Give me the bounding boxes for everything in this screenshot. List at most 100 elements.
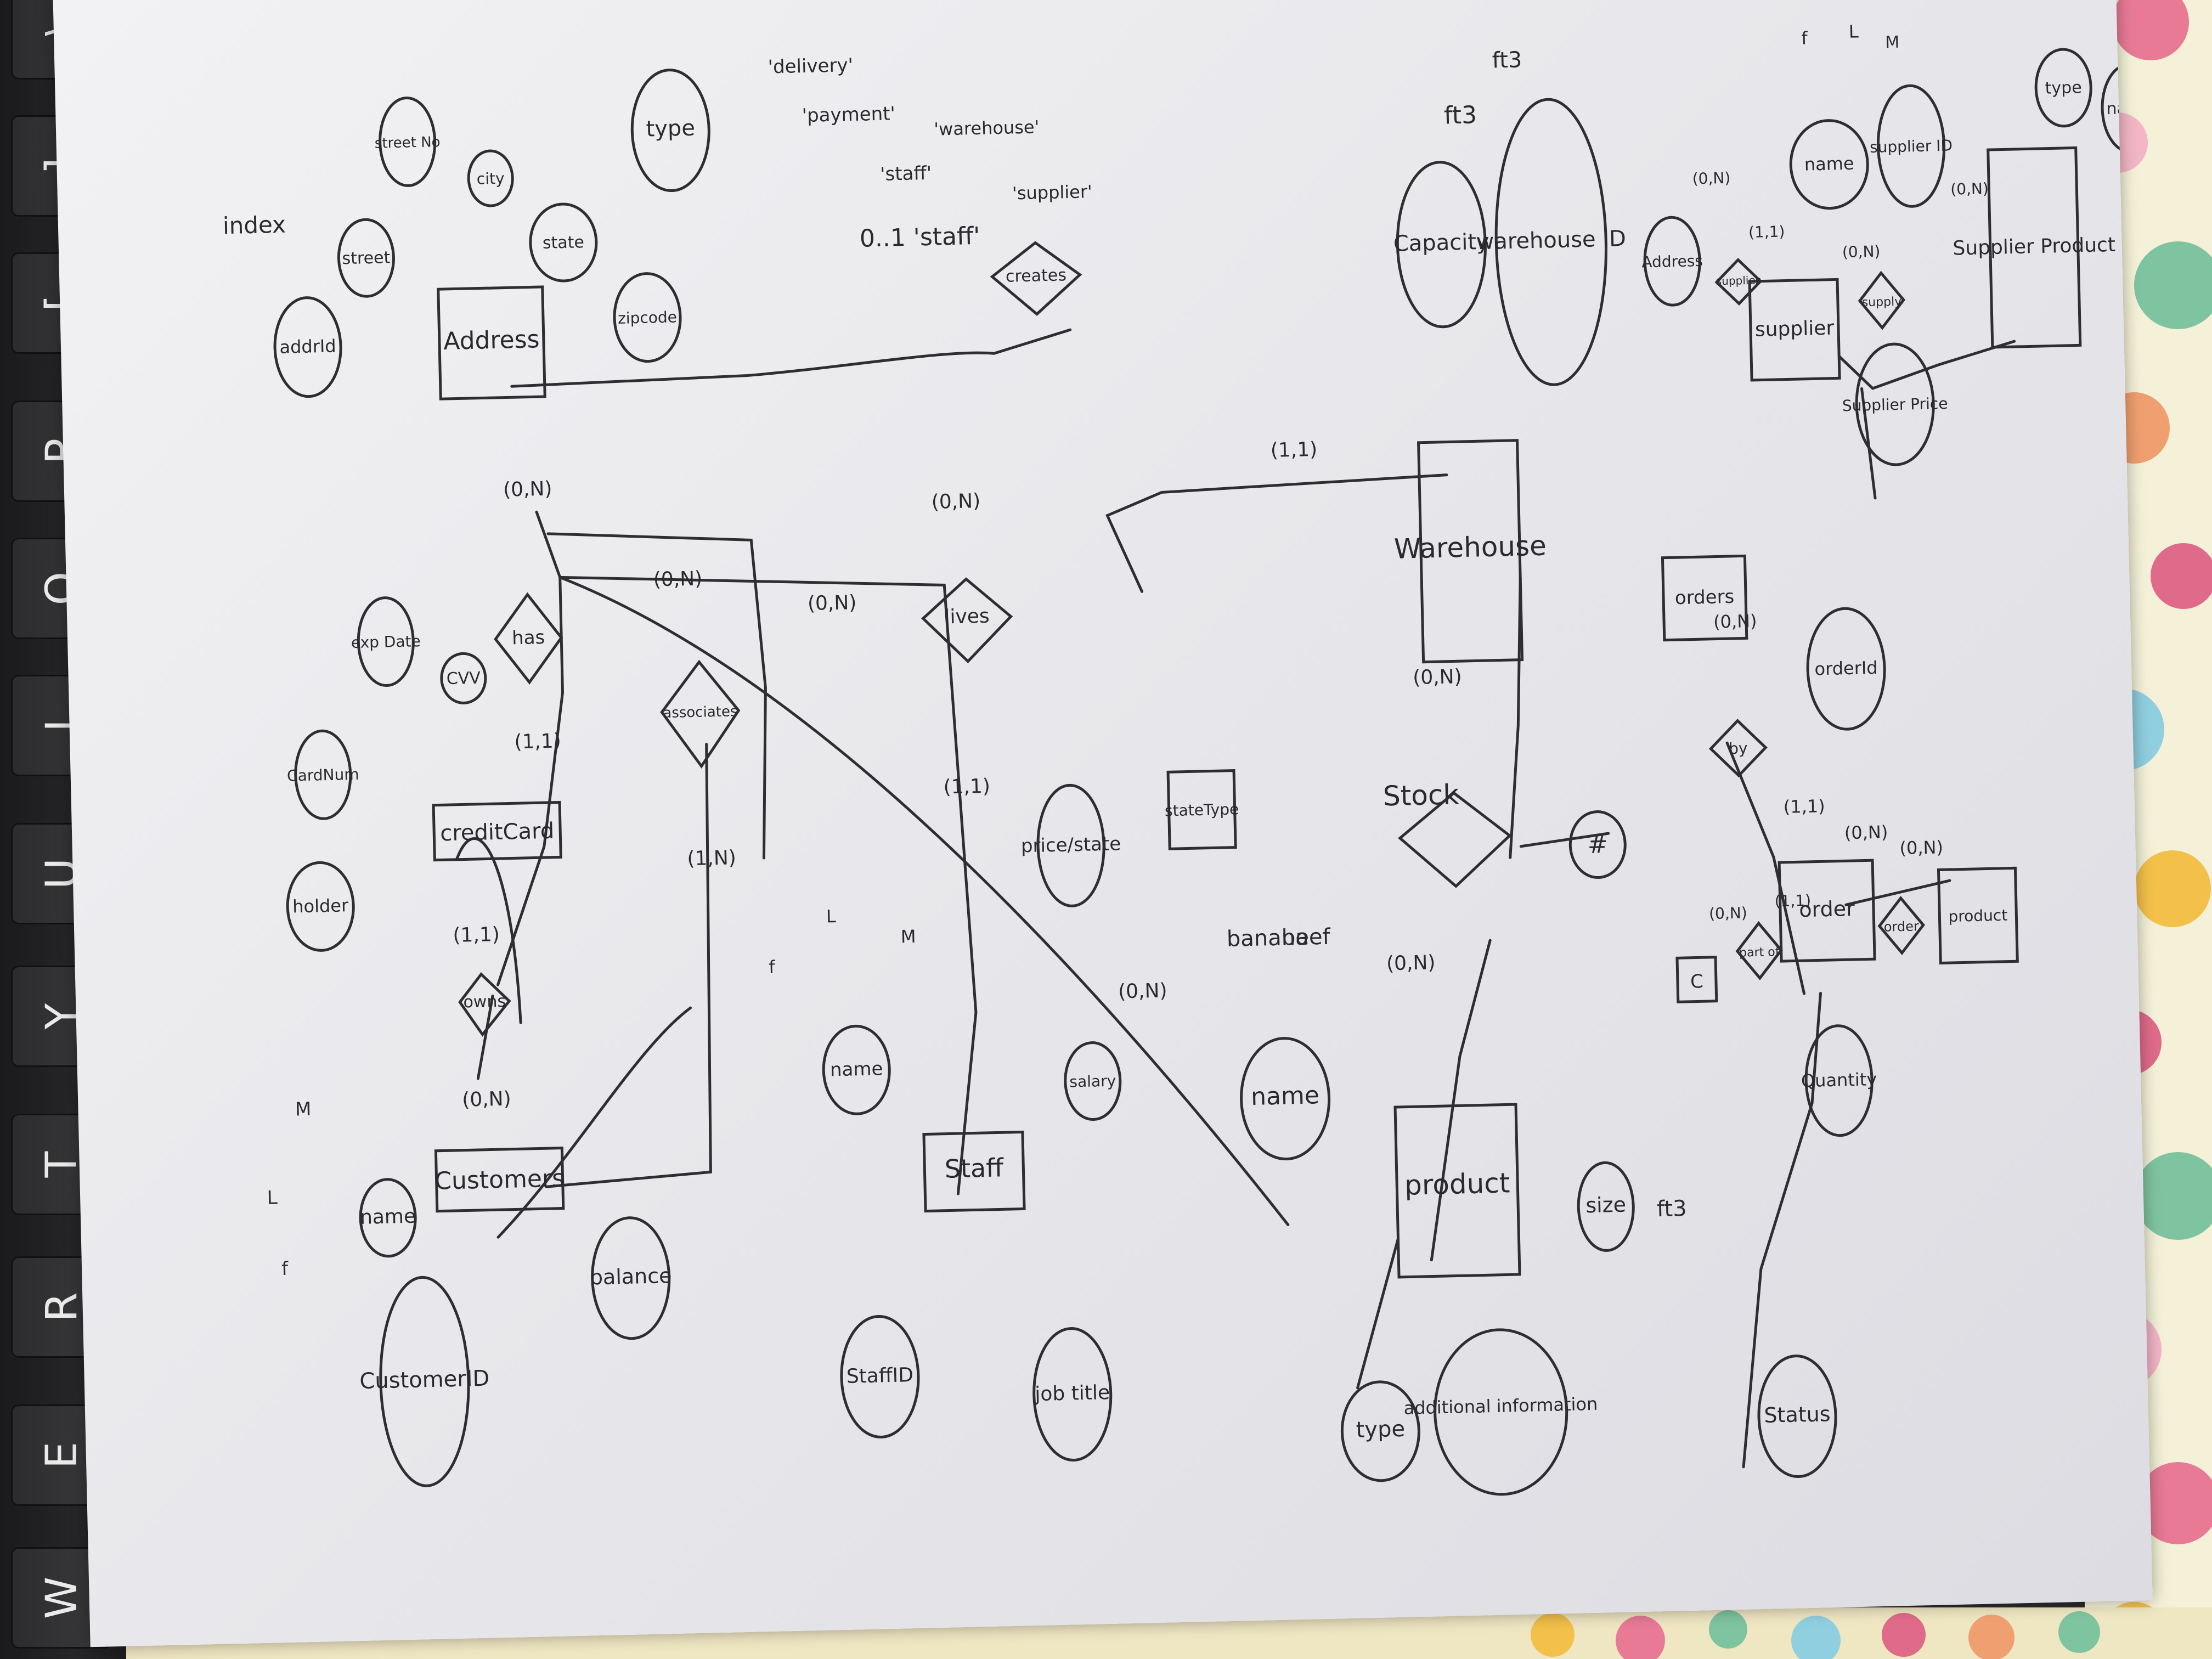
has-relationship: has	[512, 627, 545, 649]
street-no-ellipse	[379, 96, 437, 187]
size-unit: ft3	[1657, 1196, 1688, 1222]
order-entity-box	[1778, 859, 1876, 963]
customer-name-first: f	[281, 1258, 289, 1280]
supplier-entity-box	[1748, 278, 1841, 382]
supplier-price-attribute: Supplier Price	[1842, 394, 1948, 415]
staff-name-attribute: name	[830, 1058, 883, 1081]
salary-attribute: salary	[1069, 1072, 1116, 1091]
c-attribute: C	[1690, 970, 1704, 993]
holder-attribute: holder	[292, 895, 349, 917]
city-attribute: city	[476, 169, 504, 188]
index-note: index	[222, 211, 286, 240]
product-name-attribute: name	[1251, 1081, 1320, 1111]
state-attribute: state	[543, 233, 585, 253]
cardinality-label: (0,N)	[653, 567, 702, 591]
cardinality-label: (0,N)	[1713, 611, 1757, 633]
quantity-ellipse	[1804, 1024, 1874, 1137]
supplier-name-last: L	[1848, 21, 1859, 42]
cardinality-label: (0,N)	[1413, 665, 1462, 689]
balance-attribute: balance	[589, 1263, 672, 1289]
salary-ellipse	[1064, 1041, 1122, 1121]
address-type-ellipse	[630, 69, 710, 193]
price-state-ellipse	[1036, 783, 1105, 907]
cardinality-label: (0,N)	[1118, 979, 1167, 1003]
customers-entity-box	[434, 1146, 565, 1213]
order-entity: order	[1799, 896, 1855, 922]
stock-quantity-attribute: #	[1587, 831, 1608, 859]
street-ellipse	[337, 218, 395, 298]
staff-id-ellipse	[840, 1315, 920, 1438]
order-id-attribute: orderId	[1814, 657, 1878, 680]
status-attribute: Status	[1764, 1402, 1831, 1427]
addr-id-attribute: addrId	[279, 335, 336, 357]
zipcode-ellipse	[613, 272, 682, 363]
product-type-attribute: type	[1356, 1417, 1405, 1443]
supplier-name-ellipse	[1789, 119, 1869, 210]
address-type-staff: 'staff'	[880, 162, 932, 185]
cardinality-label: (0,N)	[503, 478, 552, 501]
warehouse-id-ellipse	[1494, 98, 1607, 386]
additional-info-attribute: additional information	[1403, 1393, 1598, 1419]
product-entity-box	[1393, 1103, 1521, 1279]
city-ellipse	[467, 149, 514, 207]
cardinality-label: (0,N)	[1899, 837, 1943, 859]
cardinality-label: (0,N)	[931, 490, 980, 514]
supplier-name-middle: M	[1885, 33, 1900, 53]
customers-entity: Customers	[435, 1164, 565, 1195]
supplier-name-attribute: name	[1804, 153, 1854, 175]
orders-entity: orders	[1674, 586, 1734, 609]
supply-relationship: supply	[1861, 295, 1901, 310]
cardinality-label: (1,N)	[687, 847, 736, 870]
cvv-ellipse	[440, 652, 487, 704]
creates-relationship-shape	[990, 241, 1082, 316]
supplier-address-attribute: Address	[1641, 252, 1703, 272]
size-ellipse	[1577, 1161, 1635, 1252]
addr-id-ellipse	[273, 296, 342, 398]
street-no-attribute: street No	[375, 134, 441, 152]
associates-relationship-shape	[660, 659, 741, 769]
cardinality-label: (0,N)	[1709, 904, 1747, 923]
cardinality-label: (0,N)	[1386, 951, 1436, 975]
credit-card-entity-box	[432, 800, 562, 862]
has-relationship-shape	[494, 592, 563, 685]
credit-card-entity: creditCard	[440, 819, 555, 847]
address-type-payment: 'payment'	[802, 103, 895, 127]
zipcode-attribute: zipcode	[618, 308, 678, 327]
product-ref-entity-box	[1937, 866, 2019, 964]
customer-name-ellipse	[359, 1178, 417, 1258]
supplier-product-type-attribute: type	[2045, 78, 2082, 98]
cvv-attribute: CVV	[446, 669, 481, 689]
state-ellipse	[529, 202, 598, 283]
supplier-id-attribute: supplier ID	[1870, 137, 1953, 156]
by-relationship: by	[1729, 739, 1748, 758]
address-entity-box	[437, 285, 546, 400]
cardinality-label: (0,N)	[1950, 179, 1989, 199]
supplier-entity: supplier	[1754, 317, 1834, 341]
card-num-attribute: CardNum	[287, 765, 359, 785]
owns-relationship-shape	[458, 972, 511, 1037]
order-product-relationship: order	[1883, 918, 1919, 934]
supplier-product-type-ellipse	[2034, 48, 2092, 128]
quantity-attribute: Quantity	[1801, 1069, 1877, 1091]
staff-name-middle: M	[901, 926, 916, 947]
banana-note: banana	[1226, 925, 1309, 952]
stock-quantity-ellipse	[1568, 810, 1627, 879]
supplier-address-ellipse	[1643, 216, 1701, 307]
orders-entity-box	[1661, 554, 1748, 642]
address-type-delivery: 'delivery'	[768, 54, 853, 78]
paper-sheet: Customers creditCard Address Staff Wareh…	[53, 0, 2153, 1647]
size-attribute: size	[1585, 1193, 1627, 1218]
product-name-ellipse	[1240, 1037, 1331, 1161]
supplies-relationship-shape	[1714, 257, 1763, 306]
cardinality-label: (0,N)	[1844, 822, 1888, 844]
warehouse-id-attribute: warehouse ID	[1476, 226, 1626, 255]
capacity-attribute: Capacity	[1393, 229, 1489, 257]
cardinality-label: (1,1)	[1783, 795, 1825, 817]
customer-id-ellipse	[379, 1276, 470, 1487]
creates-relationship: creates	[1006, 266, 1067, 286]
c-box	[1675, 956, 1718, 1003]
exp-date-ellipse	[357, 596, 415, 687]
stock-relationship-shape	[1398, 791, 1512, 888]
product-ref-entity: product	[1948, 906, 2007, 926]
customer-name-middle: M	[295, 1098, 311, 1121]
